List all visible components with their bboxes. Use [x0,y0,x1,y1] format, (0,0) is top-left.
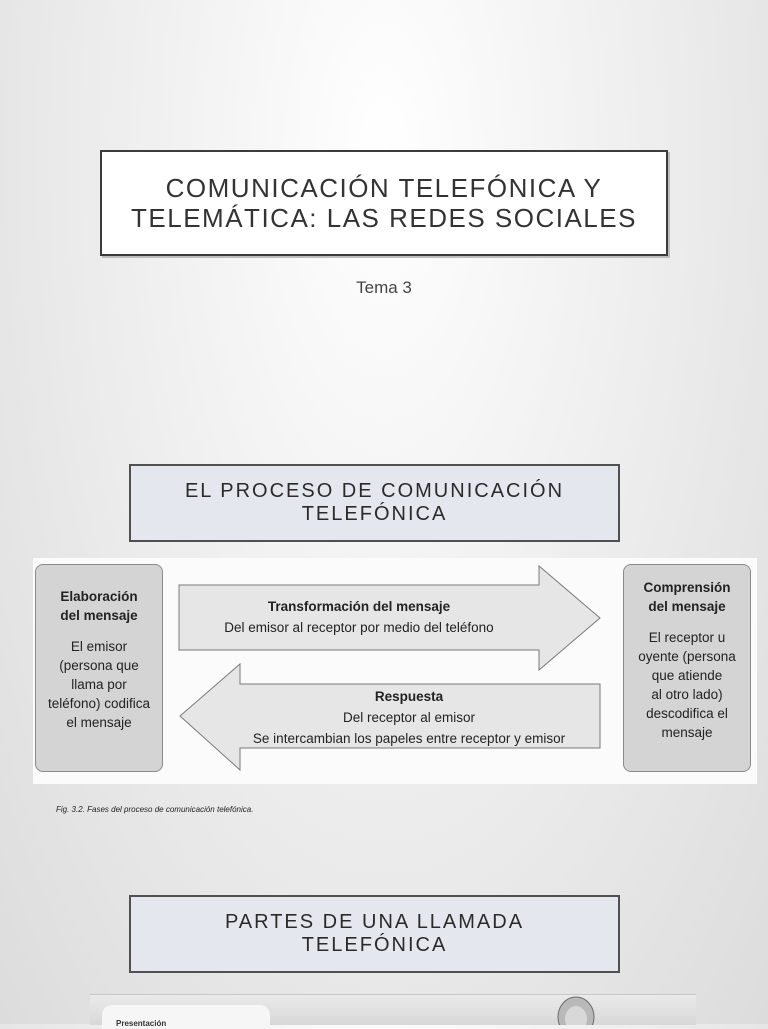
presentation-title-box: COMUNICACIÓN TELEFÓNICA Y TELEMÁTICA: LA… [100,150,668,256]
figure-caption: Fig. 3.2. Fases del proceso de comunicac… [56,805,254,814]
elaboracion-box: Elaboración del mensaje El emisor (perso… [35,564,163,772]
elaboracion-body-2: (persona que [59,658,139,673]
presentation-title-line-1: COMUNICACIÓN TELEFÓNICA Y [165,173,603,203]
elaboracion-body-3: llama por [71,677,127,692]
comprension-body-1: El receptor u [648,630,726,645]
presentation-subtitle: Tema 3 [356,278,412,297]
transformacion-arrow-text: Transformación del mensaje Del emisor al… [179,596,539,638]
transformacion-line: Del emisor al receptor por medio del tel… [224,620,494,635]
person-illustration-icon [557,996,595,1025]
elaboracion-body-5: el mensaje [66,715,132,730]
comprension-body-5: descodifica el [646,706,728,721]
comprension-body-3: que atiende [651,668,723,683]
comprension-body-6: mensaje [661,725,713,740]
section-title-box-proceso: EL PROCESO DE COMUNICACIÓN TELEFÓNICA [129,464,620,542]
comprension-body-2: oyente (persona [638,649,736,664]
left-arrow-shape [179,662,601,772]
presentacion-label: Presentación [102,1005,270,1029]
comprension-body-4: al otro lado) [651,687,723,702]
call-parts-image: Presentación [90,994,696,1029]
section-title-line-2: TELEFÓNICA [301,503,448,525]
diagram-arrows [178,564,601,772]
presentation-title-line-2: TELEMÁTICA: LAS REDES SOCIALES [131,203,637,233]
section-title-box-partes: PARTES DE UNA LLAMADA TELEFÓNICA [129,895,620,973]
respuesta-line-2: Se intercambian los papeles entre recept… [252,731,566,746]
comprension-box: Comprensión del mensaje El receptor u oy… [623,564,751,772]
elaboracion-title-1: Elaboración [60,589,138,604]
section-title-line-1: EL PROCESO DE COMUNICACIÓN [184,480,565,502]
section-title-line-2: TELEFÓNICA [301,934,448,956]
section-title-line-1: PARTES DE UNA LLAMADA [224,911,525,933]
elaboracion-title-2: del mensaje [60,608,138,623]
right-arrow-shape [178,564,601,672]
respuesta-arrow-text: Respuesta Del receptor al emisor Se inte… [219,686,599,749]
respuesta-line-1: Del receptor al emisor [342,710,476,725]
comprension-title-2: del mensaje [648,599,726,614]
communication-process-diagram: Elaboración del mensaje El emisor (perso… [33,558,757,784]
transformacion-title: Transformación del mensaje [267,599,451,614]
elaboracion-body-1: El emisor [70,639,128,654]
elaboracion-body-4: teléfono) codifica [47,696,151,711]
comprension-title-1: Comprensión [643,580,731,595]
respuesta-title: Respuesta [374,689,444,704]
